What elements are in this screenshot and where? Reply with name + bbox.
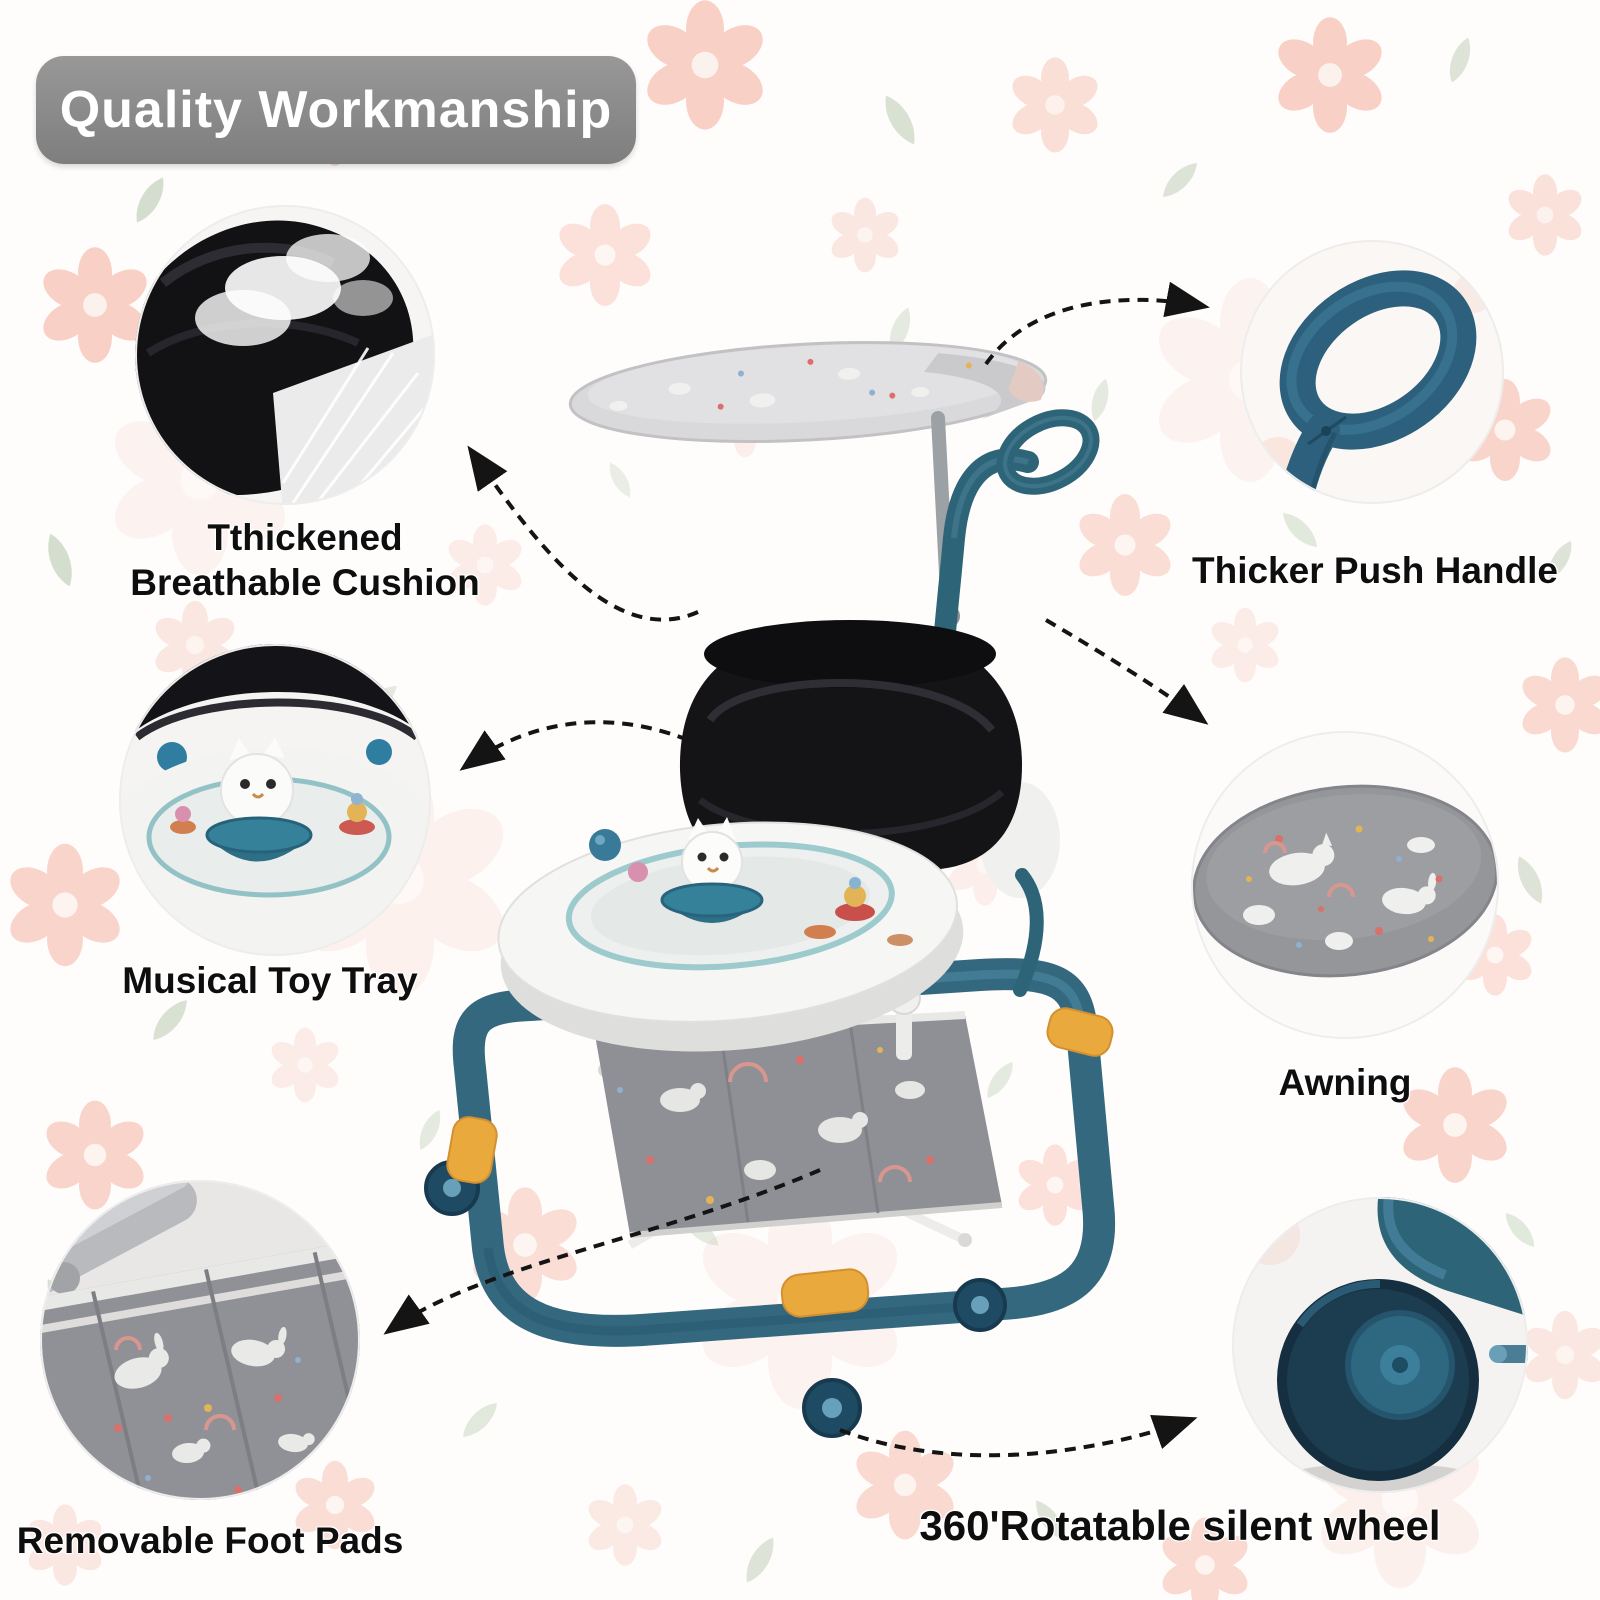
wheel-photo-callout bbox=[1232, 1197, 1528, 1493]
toy-bowl bbox=[660, 882, 764, 923]
push-handle-feature-label: Thicker Push Handle bbox=[1192, 550, 1558, 591]
steam-clouds bbox=[195, 234, 393, 346]
toy-tray-photo-callout bbox=[119, 644, 431, 956]
toy-tray-feature-label: Musical Toy Tray bbox=[122, 960, 418, 1001]
wheel-feature-label: 360'Rotatable silent wheel bbox=[919, 1502, 1441, 1549]
cushion-label-line1: Tthickened bbox=[207, 517, 403, 558]
toy-owl bbox=[681, 817, 743, 893]
push-handle-photo-callout bbox=[1240, 240, 1504, 504]
page-title: Quality Workmanship bbox=[59, 81, 613, 139]
toy-beads bbox=[589, 829, 913, 946]
cushion-label-line2: Breathable Cushion bbox=[130, 562, 480, 604]
walker-toy-tray bbox=[497, 817, 964, 1052]
awning-photo-callout bbox=[1191, 731, 1499, 1039]
title-banner: Quality Workmanship bbox=[36, 56, 636, 164]
walker-seat-cushion bbox=[679, 620, 1060, 997]
foot-pad-photo-callout bbox=[40, 1180, 360, 1500]
foot-pads-feature-label: Removable Foot Pads bbox=[16, 1520, 404, 1561]
walker-canopy bbox=[568, 340, 1048, 444]
cushion-feature-label: Tthickened Breathable Cushion bbox=[105, 515, 505, 605]
cushion-photo-callout bbox=[135, 205, 435, 505]
awning-feature-label: Awning bbox=[1278, 1062, 1412, 1103]
baby-walker-product-image bbox=[424, 340, 1116, 1438]
